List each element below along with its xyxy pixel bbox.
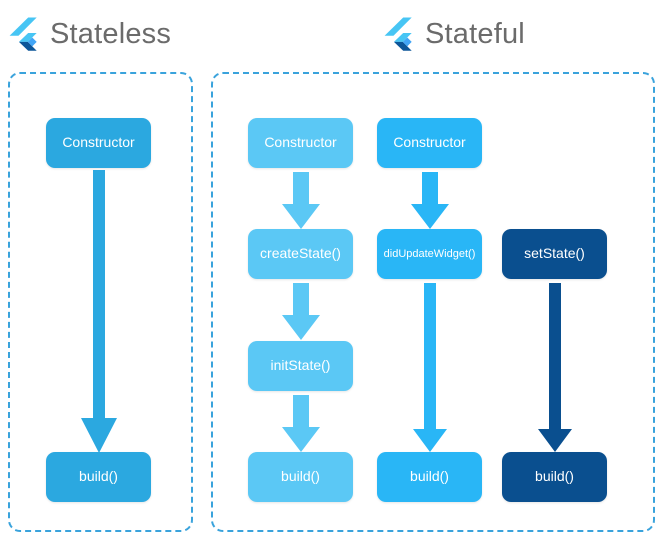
- node-build-2[interactable]: build(): [377, 452, 482, 502]
- section-heading-stateless: Stateless: [8, 12, 171, 56]
- section-title-stateful: Stateful: [425, 17, 525, 50]
- flutter-logo-icon: [384, 17, 412, 51]
- node-setstate[interactable]: setState(): [502, 229, 607, 279]
- arrow-constructor1-to-createstate: [281, 172, 321, 230]
- stateful-container: [211, 72, 655, 532]
- node-stateless-constructor[interactable]: Constructor: [46, 118, 151, 168]
- node-initstate[interactable]: initState(): [248, 341, 353, 391]
- flutter-logo-icon: [9, 17, 37, 51]
- node-label: setState(): [524, 245, 585, 262]
- node-label: build(): [535, 468, 574, 485]
- stateless-container: [8, 72, 193, 532]
- node-stateless-build[interactable]: build(): [46, 452, 151, 502]
- node-label: didUpdateWidget(): [383, 247, 476, 260]
- node-build-1[interactable]: build(): [248, 452, 353, 502]
- node-stateful-constructor-2[interactable]: Constructor: [377, 118, 482, 168]
- section-heading-stateful: Stateful: [383, 12, 525, 56]
- arrow-initstate-to-build1: [281, 395, 321, 453]
- node-build-3[interactable]: build(): [502, 452, 607, 502]
- arrow-didupdatewidget-to-build2: [412, 283, 448, 453]
- node-label: Constructor: [62, 134, 135, 151]
- node-label: build(): [281, 468, 320, 485]
- node-label: build(): [79, 468, 118, 485]
- arrow-setstate-to-build3: [537, 283, 573, 453]
- section-title-stateless: Stateless: [50, 17, 172, 50]
- node-label: createState(): [260, 245, 341, 262]
- node-stateful-constructor-1[interactable]: Constructor: [248, 118, 353, 168]
- node-label: Constructor: [393, 134, 466, 151]
- arrow-createstate-to-initstate: [281, 283, 321, 341]
- node-didupdatewidget[interactable]: didUpdateWidget(): [377, 229, 482, 279]
- node-label: Constructor: [264, 134, 337, 151]
- arrow-stateless-constructor-to-build: [80, 170, 118, 454]
- arrow-constructor2-to-didupdatewidget: [410, 172, 450, 230]
- node-label: initState(): [270, 357, 331, 374]
- node-createstate[interactable]: createState(): [248, 229, 353, 279]
- node-label: build(): [410, 468, 449, 485]
